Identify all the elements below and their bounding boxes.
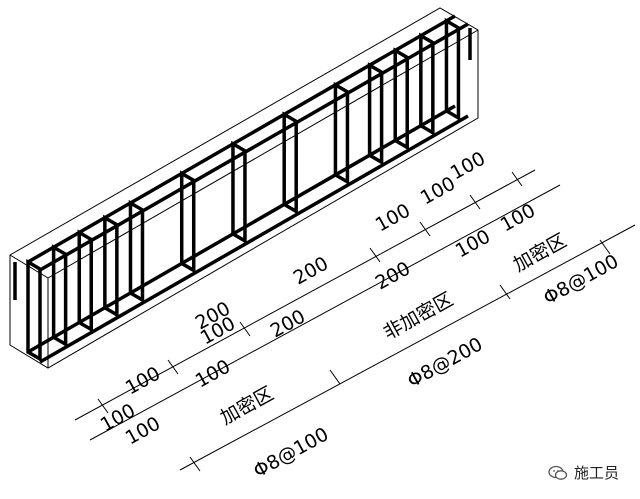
dim-200: 200: [372, 258, 414, 295]
spec-normal: Φ8@200: [404, 333, 487, 392]
dim-200: 200: [267, 306, 309, 343]
stirrup: [419, 32, 435, 136]
watermark: 施工员: [548, 462, 619, 483]
stirrup: [128, 199, 145, 304]
longitudinal-bars: [13, 14, 472, 364]
spec-dense-left: Φ8@100: [250, 423, 333, 482]
dim-100-upper: 100: [372, 200, 414, 237]
stirrup: [179, 170, 196, 274]
stirrup: [26, 258, 42, 363]
dim-100-lower: 100: [192, 356, 234, 393]
dim-100-upper: 100: [417, 173, 459, 210]
dim-100-upper: 100: [452, 226, 494, 263]
dimension-texts: 100 100 100 100 100 200 200 200 200 100 …: [97, 148, 539, 450]
dimension-lines: [74, 169, 636, 472]
stirrup: [444, 17, 461, 121]
stirrup: [51, 244, 68, 348]
dim-100-upper: 100: [447, 148, 489, 185]
dim-100-lower: 100: [122, 363, 164, 400]
spec-dense-right: Φ8@100: [540, 250, 623, 309]
zone-normal: 非加密区: [380, 288, 457, 344]
stirrup: [77, 229, 93, 333]
stirrup: [393, 47, 409, 151]
stirrup: [231, 140, 247, 244]
stirrup: [103, 214, 119, 318]
watermark-text: 施工员: [574, 464, 620, 482]
stirrup: [282, 111, 298, 215]
stirrups: [26, 17, 461, 363]
zone-dense-right: 加密区: [510, 229, 571, 276]
dim-100-upper: 100: [497, 200, 539, 237]
wechat-icon: [548, 465, 568, 480]
stirrup: [333, 81, 350, 185]
stirrup: [367, 62, 384, 166]
